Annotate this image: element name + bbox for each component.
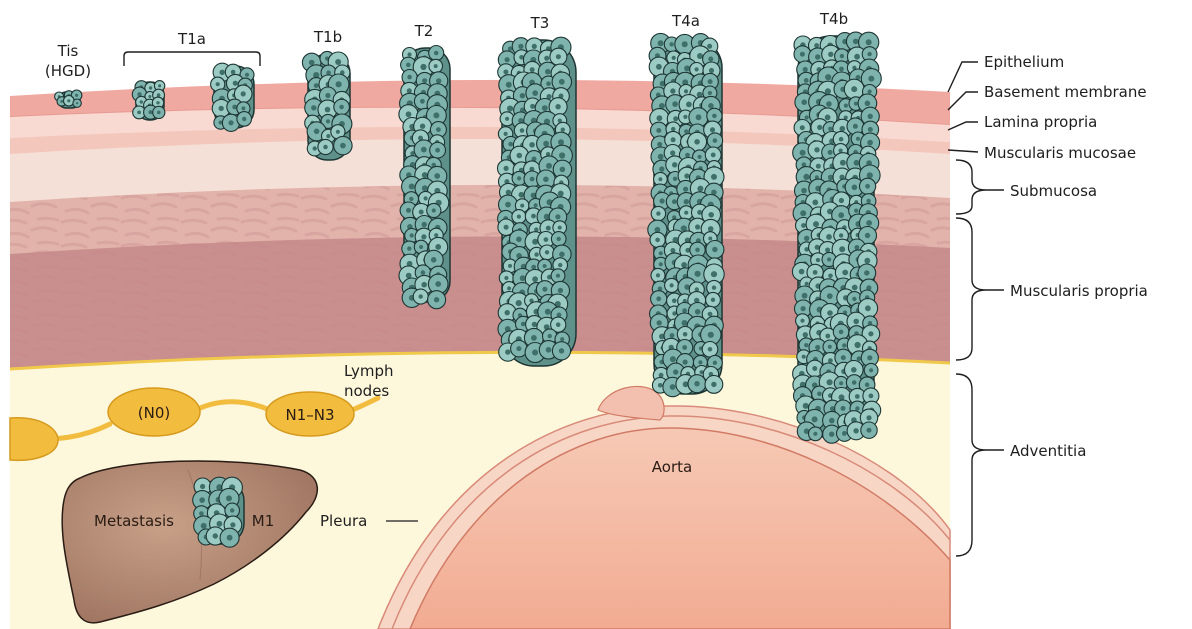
muscularis-mucosae-label: Muscularis mucosae (984, 144, 1136, 162)
tumor-t4a (648, 33, 724, 396)
muscularis-propria-label: Muscularis propria (1010, 282, 1148, 300)
metastasis-label: Metastasis (94, 512, 174, 530)
n1-n3-label: N1–N3 (285, 406, 334, 424)
stage-t1a-label: T1a (177, 30, 206, 48)
n0-label: (N0) (138, 404, 170, 422)
submucosa-label: Submucosa (1010, 182, 1097, 200)
lymph-label-line2: nodes (344, 382, 389, 400)
tumor-t2 (399, 46, 450, 309)
tumor-t1b (302, 51, 352, 160)
tumor-m1 (193, 477, 244, 547)
epithelium-label: Epithelium (984, 53, 1064, 71)
stage-t4a-label: T4a (671, 12, 700, 30)
stage-tis-label: Tis (57, 42, 79, 60)
tumor-t4b (792, 32, 881, 443)
mucosa-leaders (948, 62, 978, 152)
stage-t3-label: T3 (530, 14, 550, 32)
tumor-t1a-large (211, 63, 254, 131)
t1a-bracket (124, 52, 260, 66)
pleura-label: Pleura (320, 512, 367, 530)
lymph-label-line1: Lymph (344, 362, 394, 380)
stage-t2-label: T2 (414, 22, 434, 40)
lamina-propria-label: Lamina propria (984, 113, 1097, 131)
m1-label: M1 (252, 512, 275, 530)
stage-tis-sub-label: (HGD) (45, 62, 91, 80)
adventitia-bracket (956, 374, 986, 556)
adventitia-label: Adventitia (1010, 442, 1086, 460)
aorta-label: Aorta (652, 458, 692, 476)
tumor-t1a-small (132, 81, 165, 120)
tumor-t3 (498, 37, 577, 366)
layer-legend: Epithelium Basement membrane Lamina prop… (948, 53, 1148, 556)
stage-t4b-label: T4b (819, 10, 848, 28)
submucosa-bracket (956, 160, 986, 214)
stage-t1b-label: T1b (313, 28, 342, 46)
muscularis-propria-bracket (956, 218, 986, 360)
basement-membrane-label: Basement membrane (984, 83, 1147, 101)
tumor-tis (55, 90, 82, 108)
